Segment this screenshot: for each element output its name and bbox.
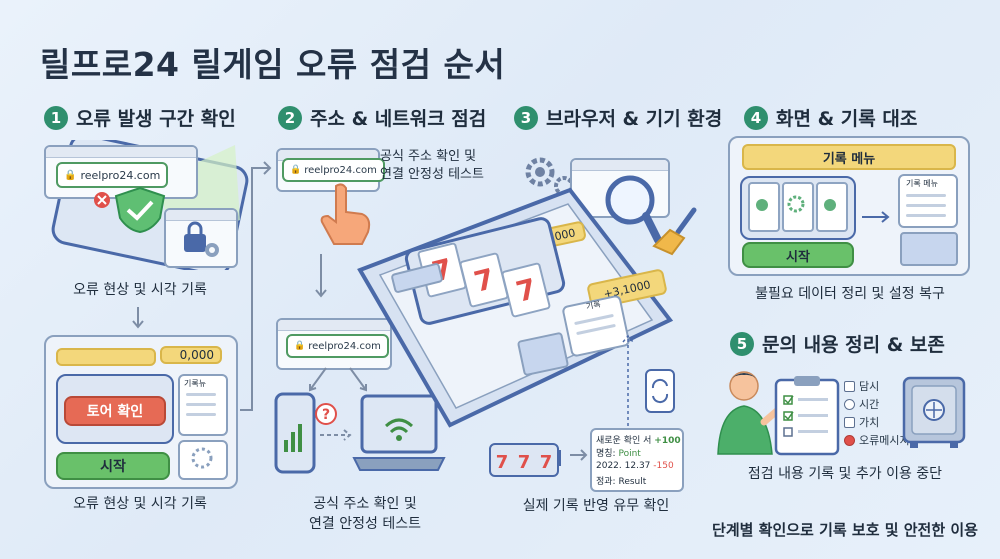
step-1-bottom-caption: 오류 현상 및 시각 기록 <box>73 496 207 512</box>
step-1-score: 0,000 <box>160 346 222 364</box>
step-5-caption: 점검 내용 기록 및 추가 이용 중단 <box>747 466 943 482</box>
shield-check-icon <box>114 186 166 234</box>
page-title: 릴프로24 릴게임 오류 점검 순서 <box>40 45 506 84</box>
down-arrow-icon <box>132 307 144 329</box>
right-arrow-icon <box>570 449 588 461</box>
error-x-icon <box>94 192 110 208</box>
step-5-number: 5 <box>730 331 754 356</box>
step-3-bottom-caption: 실제 기록 반영 유무 확인 <box>522 498 670 514</box>
step-1-yellow-bar <box>56 348 156 366</box>
step-4-label: 화면 & 기록 대조 <box>776 108 918 130</box>
loading-spinner-icon <box>191 447 213 469</box>
mini-slot-machine: 7 7 7 <box>489 443 561 477</box>
record-line <box>906 214 946 217</box>
step-4-start-button[interactable]: 시작 <box>742 242 854 268</box>
checklist-item-time: 시간 <box>844 396 879 412</box>
value-icon <box>844 416 855 428</box>
error-check-button[interactable]: 토어 확인 <box>64 396 166 426</box>
step-4-mini-panel <box>900 232 958 266</box>
step-2-top-caption: 공식 주소 확인 및 연결 안정성 테스트 <box>380 149 484 182</box>
step-1-start-button[interactable]: 시작 <box>56 452 170 480</box>
cleaning-brush-icon <box>652 207 697 256</box>
step-3-header: 3 브라우저 & 기기 환경 <box>514 104 722 131</box>
step-1-label: 오류 발생 구간 확인 <box>76 108 236 130</box>
step-5-header: 5 문의 내용 정리 & 보존 <box>730 330 945 357</box>
step-1-header: 1 오류 발생 구간 확인 <box>44 104 236 131</box>
url-bar-3[interactable]: 🔒 reelpro24.com <box>286 334 389 358</box>
result-line-4: 정과: Result <box>596 477 647 487</box>
padlock-gear-icon <box>184 221 219 257</box>
split-arrows-icon <box>309 367 367 392</box>
footer-caption: 단계별 확인으로 기록 보호 및 안전한 이용 <box>712 521 978 539</box>
step-4-menu-title: 기록 메뉴 <box>742 144 956 170</box>
checklist-item-error: 오류메시지 <box>844 432 910 448</box>
loading-panel <box>178 440 228 480</box>
svg-text:?: ? <box>322 407 330 423</box>
error-icon <box>844 434 855 446</box>
step-4-number: 4 <box>744 105 768 130</box>
dashed-up-arrow-icon <box>622 334 634 426</box>
result-line-1: 새로운 확인 서 +100 <box>596 436 681 446</box>
step-4-caption: 불필요 데이터 정리 및 설정 복구 <box>755 286 945 302</box>
url-bar-2[interactable]: 🔒 reelpro24.com <box>282 158 385 182</box>
clipboard-icon <box>774 376 840 456</box>
result-card <box>590 428 684 492</box>
url-text-2: reelpro24.com <box>304 164 377 176</box>
step-4-header: 4 화면 & 기록 대조 <box>744 104 917 131</box>
url-bar-1[interactable]: 🔒 reelpro24.com <box>56 162 169 188</box>
step-1-record-label: 기록뉴 <box>184 379 207 388</box>
record-line <box>906 194 946 197</box>
person-icon <box>717 371 782 455</box>
lock-icon: 🔒 <box>64 169 77 181</box>
reel-dot <box>824 199 836 211</box>
svg-text:7: 7 <box>496 452 509 473</box>
record-line <box>186 403 216 406</box>
right-arrow-icon <box>862 211 890 223</box>
url-text-1: reelpro24.com <box>80 168 161 182</box>
step-5-label: 문의 내용 정리 & 보존 <box>762 334 945 356</box>
step-2-header: 2 주소 & 네트워크 점검 <box>278 104 486 131</box>
record-line <box>906 204 946 207</box>
magnifier-icon <box>605 175 662 244</box>
record-line <box>186 413 216 416</box>
step-4-record-panel <box>898 174 958 228</box>
question-bubble-icon: ? <box>315 403 337 425</box>
down-arrow-icon <box>315 254 327 298</box>
step-2-number: 2 <box>278 105 302 130</box>
lock-icon: 🔒 <box>290 165 302 175</box>
url-text-3: reelpro24.com <box>308 340 381 352</box>
pointing-hand-icon <box>320 183 371 245</box>
svg-text:7: 7 <box>518 452 531 473</box>
step-3-number: 3 <box>514 105 538 130</box>
lock-icon: 🔒 <box>294 341 306 351</box>
connector-arrow <box>240 161 272 411</box>
clock-icon <box>844 398 855 410</box>
dashed-arrow-icon <box>320 429 352 441</box>
laptop-wifi-icon <box>352 394 446 471</box>
step-1-top-caption: 오류 현상 및 시각 기록 <box>73 282 207 298</box>
step-3-label: 브라우저 & 기기 환경 <box>546 108 723 130</box>
calendar-icon <box>844 380 855 392</box>
step-2-bottom-caption: 공식 주소 확인 및 연결 안정성 테스트 <box>309 496 421 532</box>
loading-spinner-icon <box>787 195 805 213</box>
refresh-phone-icon <box>645 369 675 413</box>
checklist-item-value: 가치 <box>844 414 879 430</box>
result-line-3: 2022. 12.37 -150 <box>596 461 674 471</box>
step-2-label: 주소 & 네트워크 점검 <box>310 108 487 130</box>
result-line-2: 명칭: Point <box>596 449 641 459</box>
safe-icon <box>902 376 966 448</box>
smartphone-signal-icon <box>274 392 316 474</box>
record-line <box>186 393 216 396</box>
step-4-reel-2 <box>782 182 814 232</box>
svg-text:7: 7 <box>540 452 553 473</box>
reel-dot <box>756 199 768 211</box>
step-1-number: 1 <box>44 105 68 130</box>
step-4-record-label: 기록 메뉴 <box>906 179 938 188</box>
checklist-item-date: 담시 <box>844 378 879 394</box>
